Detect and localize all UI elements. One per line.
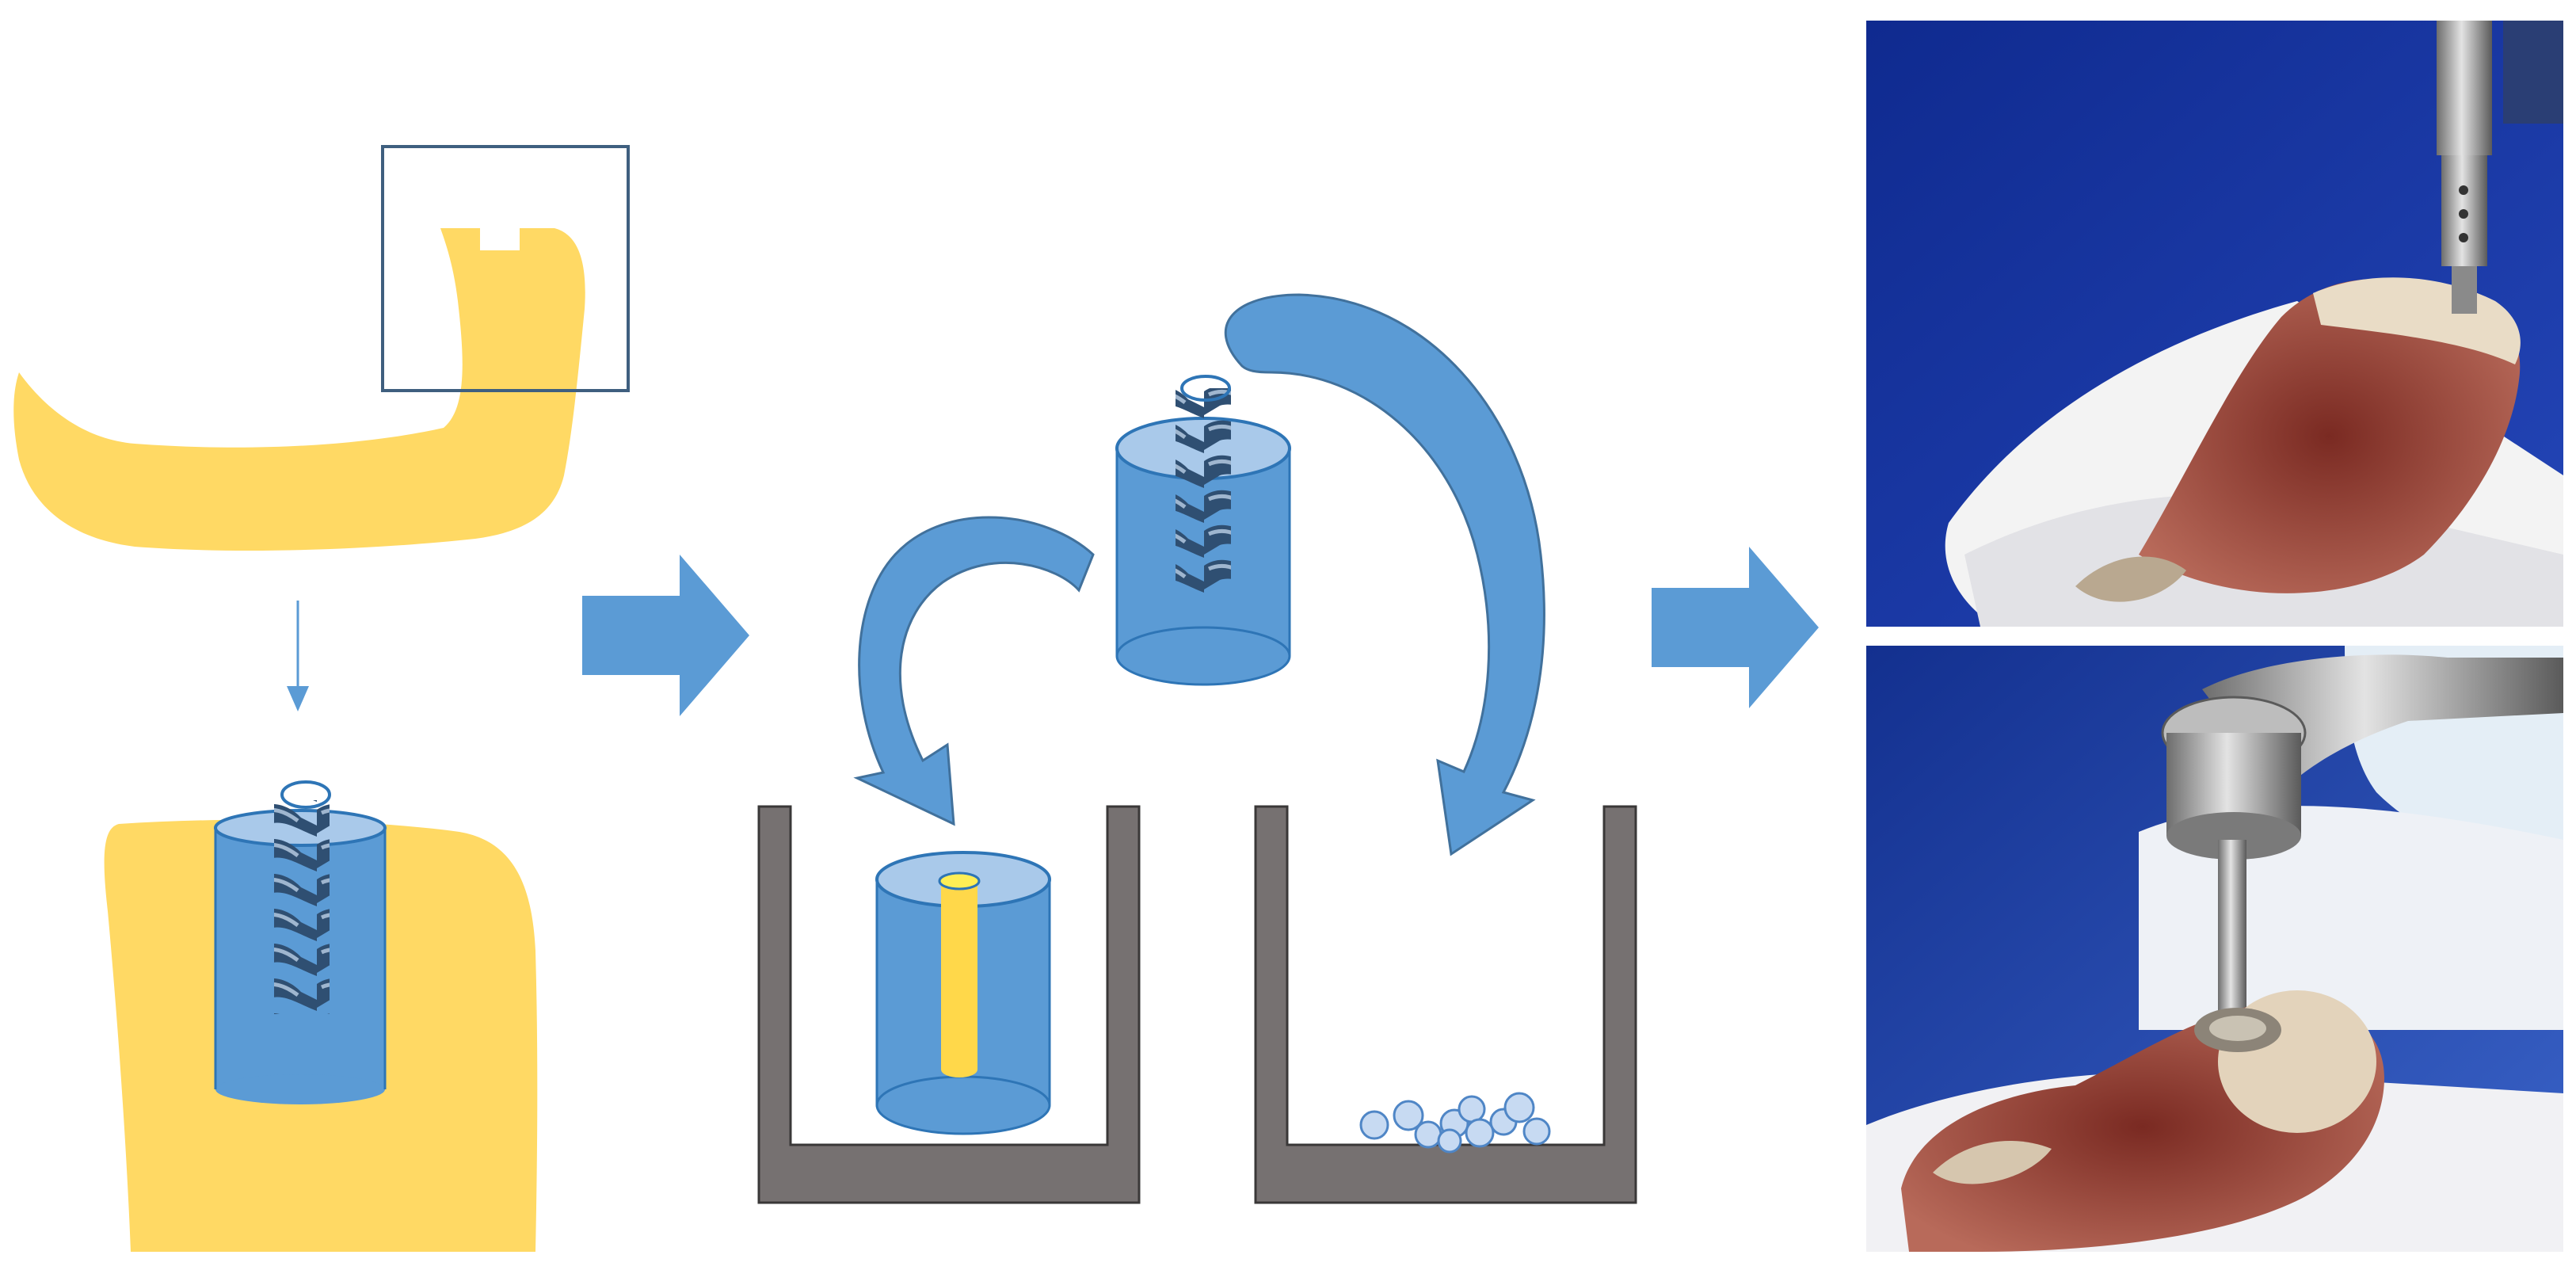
photo-trephine-core bbox=[1866, 646, 2563, 1252]
curved-arrow bbox=[853, 516, 1095, 826]
photo-separator bbox=[1866, 627, 2563, 646]
photo-trephine-drilling bbox=[1866, 21, 2563, 627]
bone-core bbox=[875, 851, 1051, 1135]
down-arrow bbox=[287, 601, 309, 711]
container bbox=[757, 805, 1141, 1204]
bone-chips bbox=[1359, 1092, 1551, 1154]
trephine-with-core bbox=[1115, 375, 1291, 686]
container bbox=[1254, 805, 1637, 1204]
trephine-drill bbox=[1176, 388, 1231, 594]
inserted-trephine bbox=[214, 780, 387, 1104]
right-block-arrow bbox=[582, 555, 749, 716]
focus-box bbox=[381, 145, 630, 392]
trephine-drill bbox=[274, 800, 330, 1014]
mandible-shape bbox=[13, 228, 585, 551]
curved-arrow bbox=[1224, 293, 1545, 856]
right-block-arrow bbox=[1652, 547, 1819, 708]
